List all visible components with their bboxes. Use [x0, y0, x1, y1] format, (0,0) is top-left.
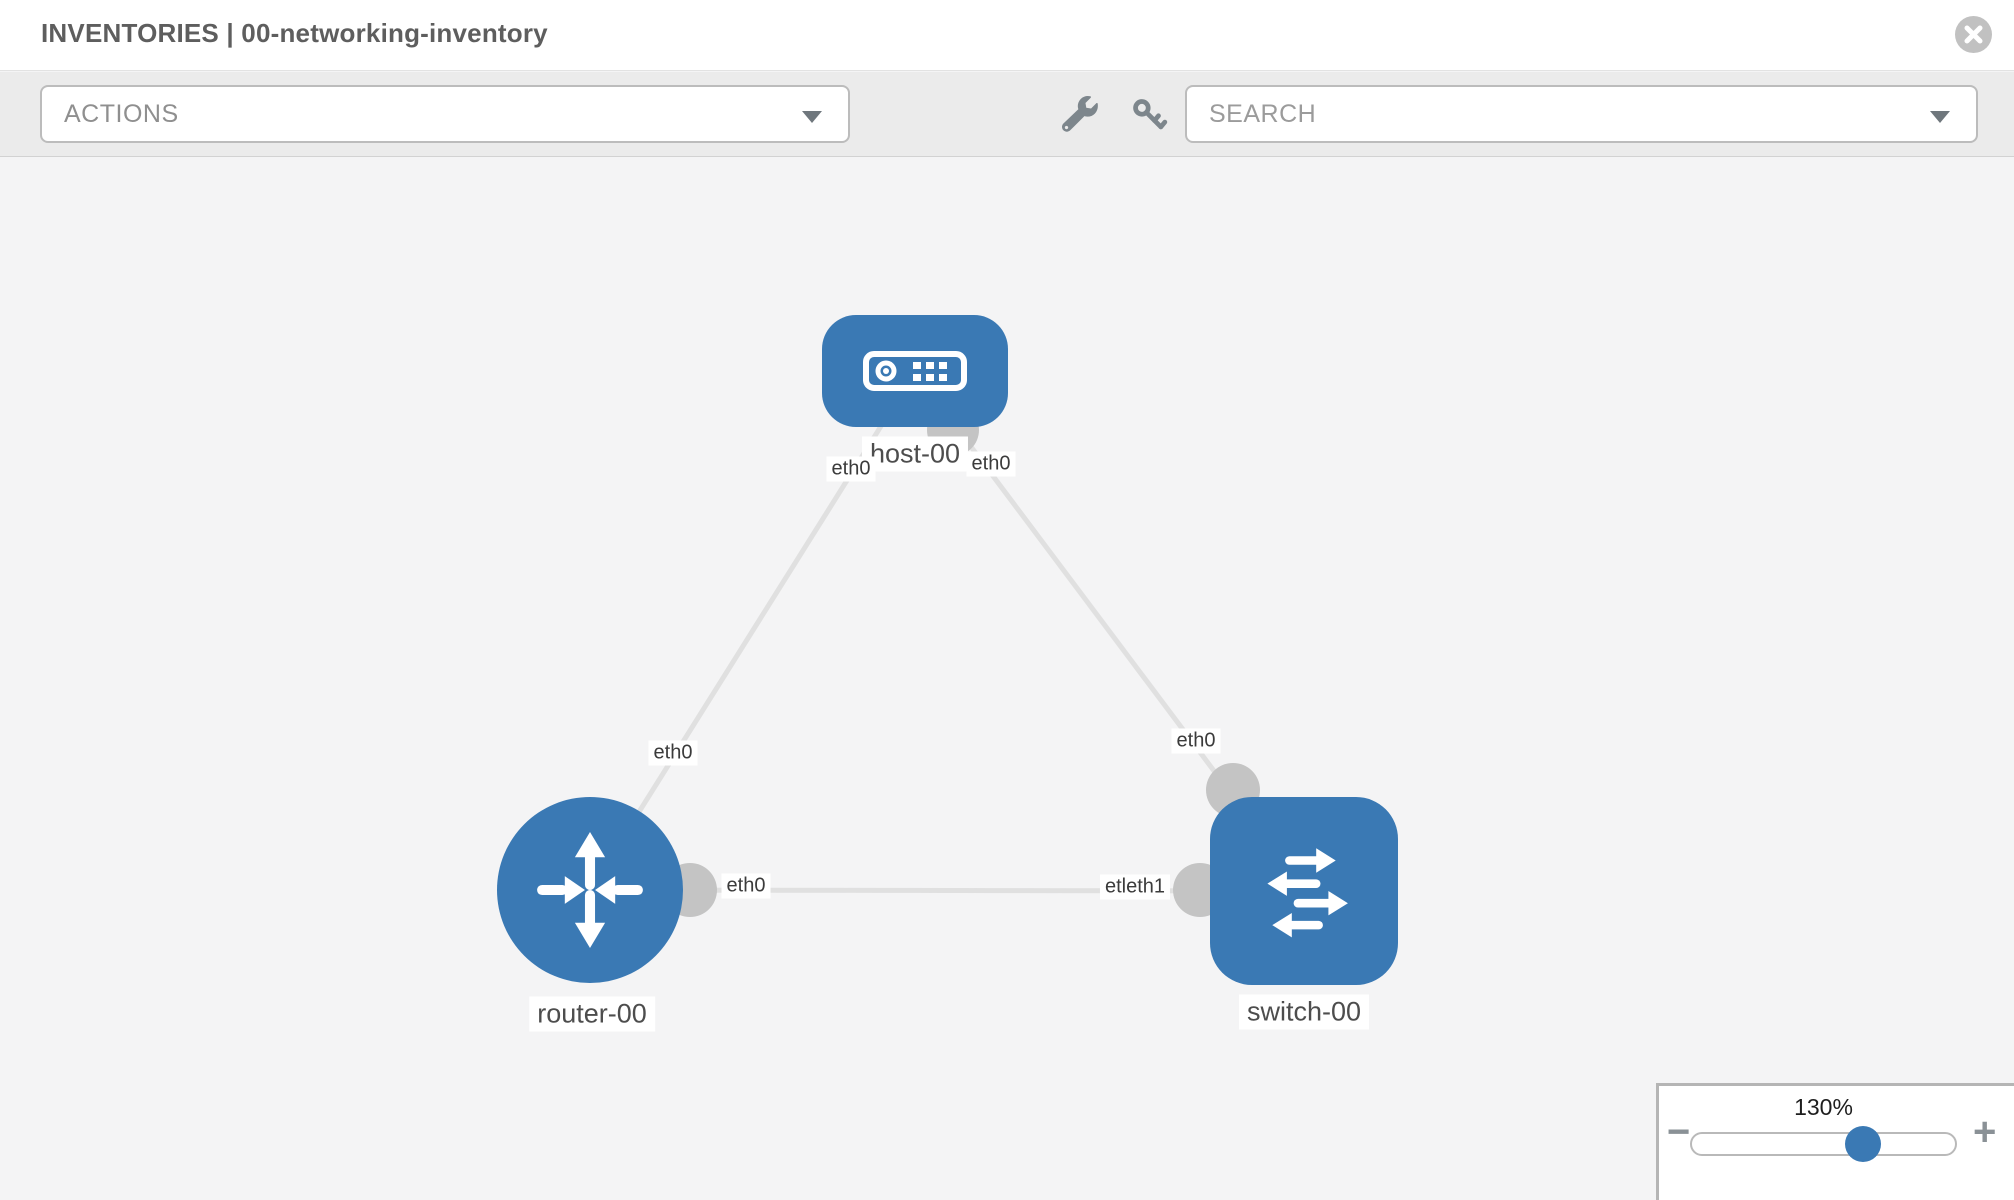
zoom-in-button[interactable]: + — [1973, 1110, 1997, 1154]
zoom-level: 130% — [1794, 1094, 1853, 1120]
wrench-button[interactable] — [1062, 96, 1102, 136]
interface-label: eth0 — [721, 873, 771, 899]
interface-label: eth0 — [648, 740, 698, 766]
zoom-slider-track[interactable] — [1690, 1132, 1957, 1156]
topology-wires — [587, 370, 1307, 917]
search-dropdown[interactable]: SEARCH — [1185, 85, 1978, 143]
interface-label: eth0 — [966, 451, 1016, 477]
zoom-panel: 130% − + — [1656, 1083, 2014, 1200]
wrench-icon — [1062, 96, 1098, 132]
interface-label: eth0 — [1171, 728, 1221, 754]
interface-label: etleth1 — [1099, 874, 1171, 900]
search-placeholder: SEARCH — [1209, 100, 1317, 128]
router-icon — [537, 832, 643, 948]
page-title: INVENTORIES | 00-networking-inventory — [41, 18, 548, 48]
key-icon — [1133, 99, 1168, 130]
topology-canvas[interactable]: host-00 router-00 switch-00 eth0 eth0 et… — [0, 157, 2014, 1200]
node-switch-00[interactable] — [1210, 797, 1398, 985]
actions-dropdown-label: ACTIONS — [64, 100, 179, 128]
interface-label: eth0 — [826, 456, 876, 482]
caret-down-icon — [1930, 111, 1950, 123]
zoom-slider-handle[interactable] — [1845, 1126, 1881, 1162]
host-icon — [863, 351, 967, 391]
node-router-00[interactable] — [497, 797, 683, 983]
key-button[interactable] — [1130, 96, 1170, 136]
node-label-switch: switch-00 — [1238, 994, 1370, 1030]
close-button[interactable] — [1955, 16, 1992, 53]
caret-down-icon — [802, 111, 822, 123]
header: INVENTORIES | 00-networking-inventory — [0, 0, 2014, 71]
actions-dropdown[interactable]: ACTIONS — [40, 85, 850, 143]
toolbar: ACTIONS SEARCH — [0, 72, 2014, 157]
zoom-out-button[interactable]: − — [1667, 1110, 1691, 1154]
node-label-router: router-00 — [529, 996, 655, 1032]
switch-icon — [1267, 848, 1348, 938]
node-host-00[interactable] — [822, 315, 1008, 427]
node-label-host: host-00 — [861, 436, 969, 472]
x-circle-icon — [1964, 25, 1983, 44]
